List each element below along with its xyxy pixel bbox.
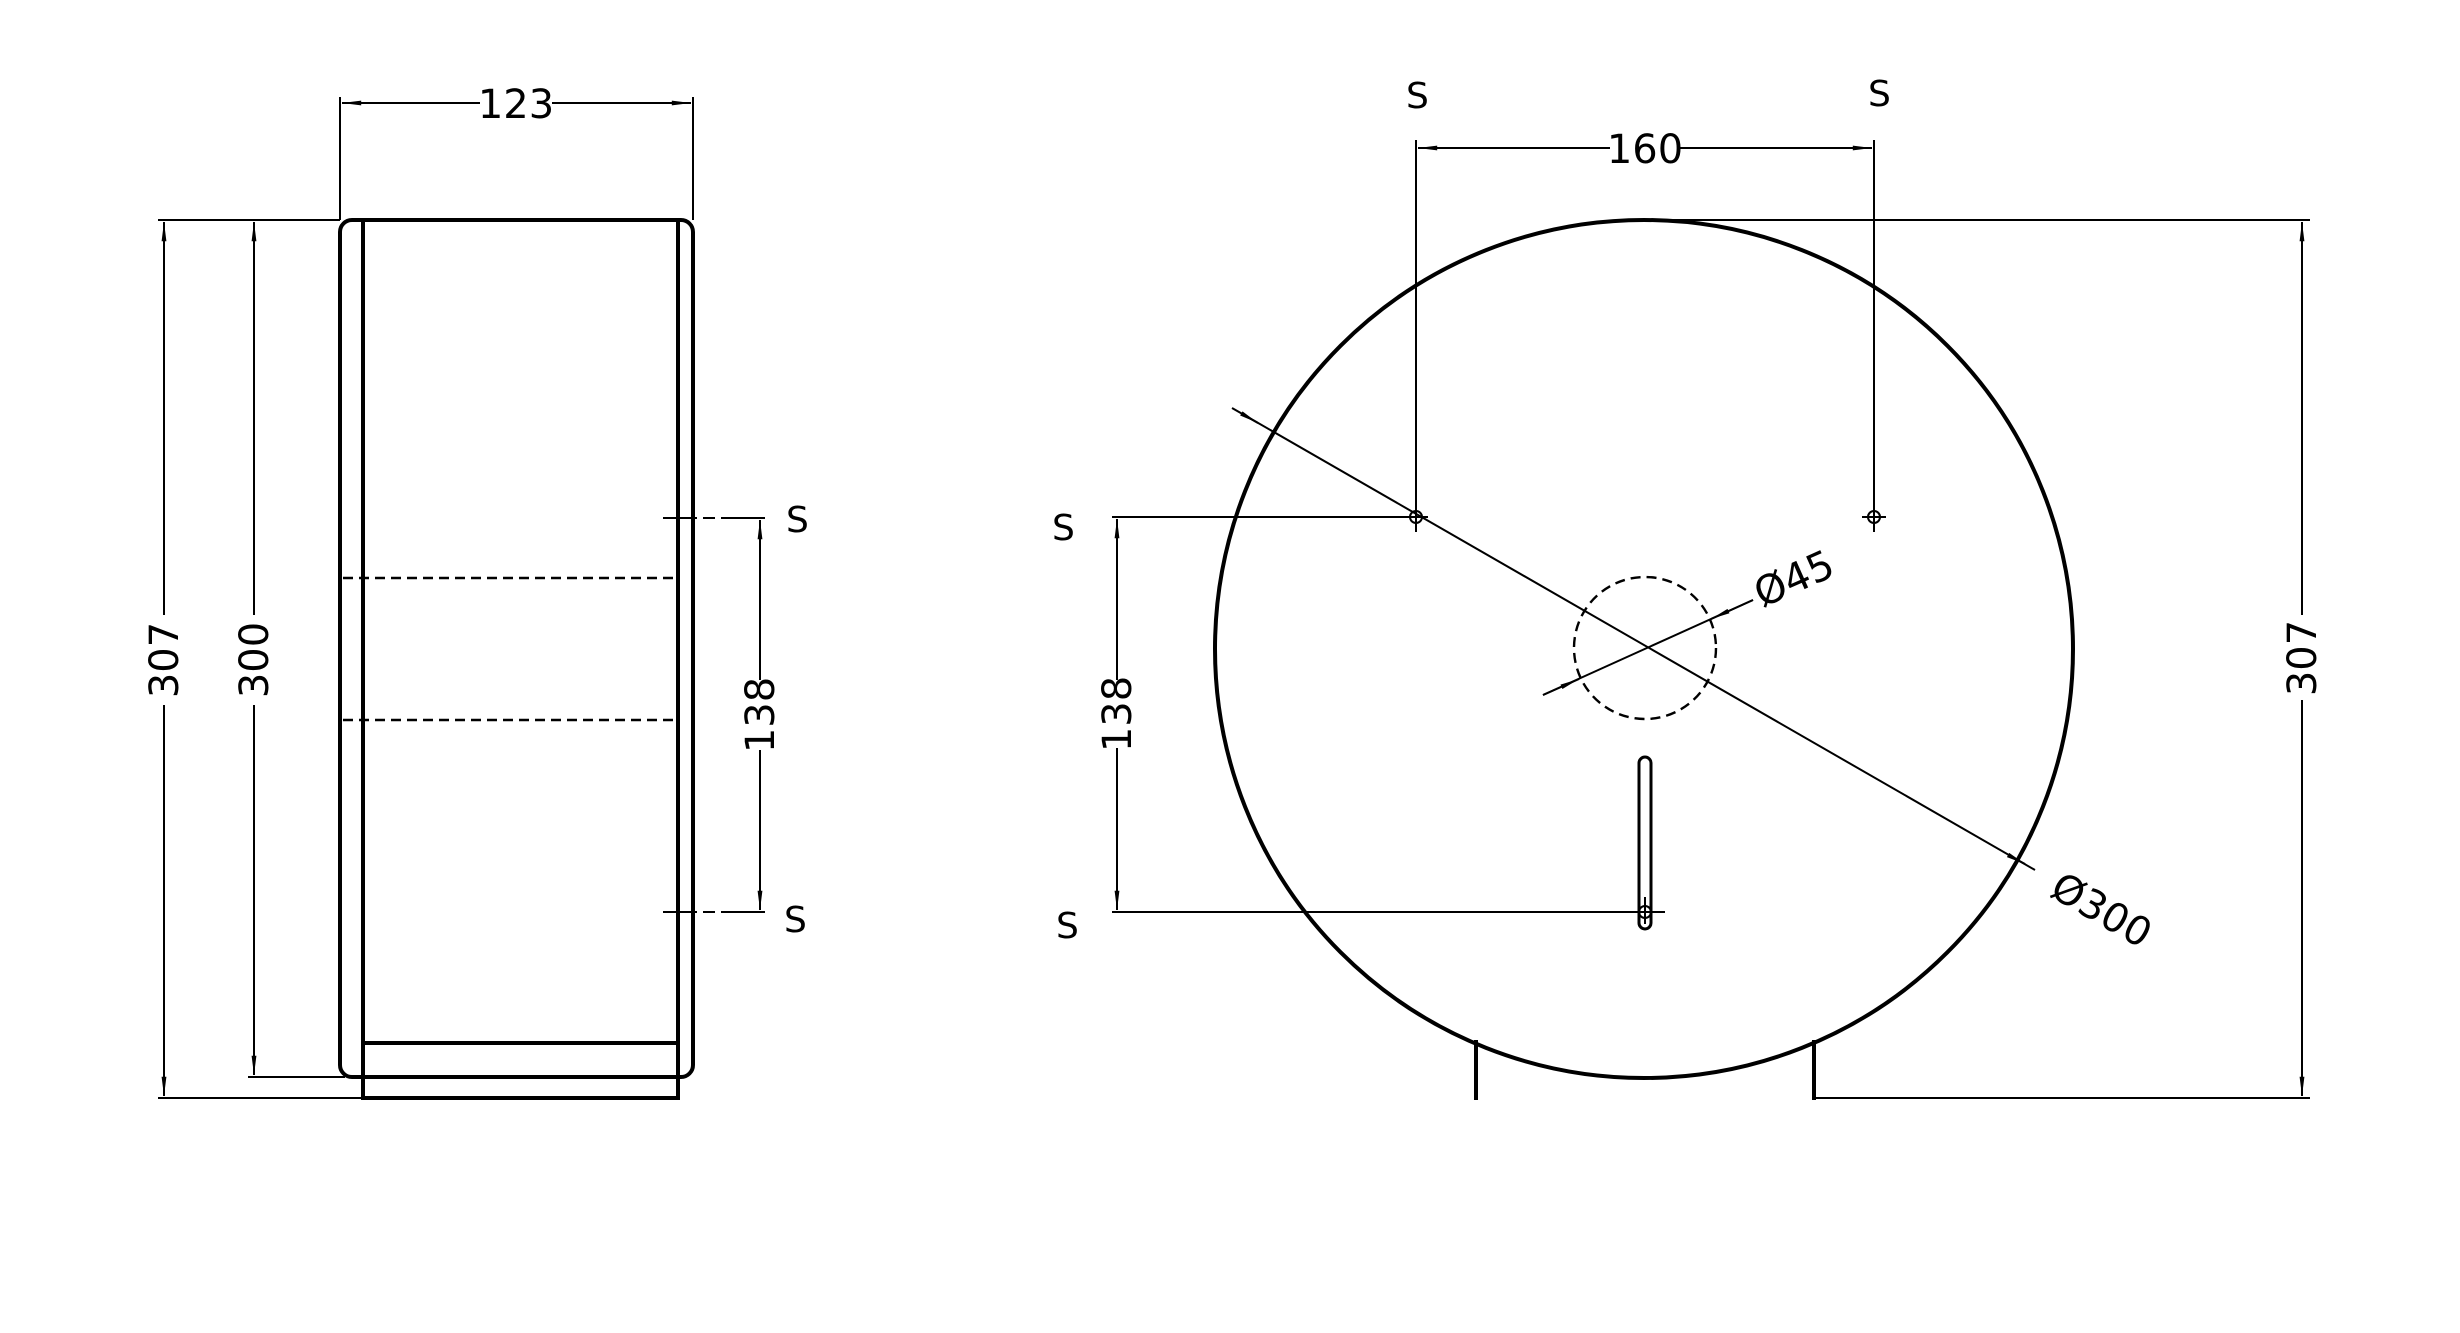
dim-front-fixing-horizontal-label: 160: [1607, 127, 1683, 173]
side-outer-panel: [338, 218, 695, 1079]
dim-front-fixing-vertical: 138 S S: [1052, 508, 1665, 947]
dim-side-overall-height: 307: [142, 219, 363, 1099]
front-fixing-label-left-top: S: [1052, 508, 1075, 549]
side-view: 123 307 300 138 S S: [142, 82, 809, 1100]
dim-front-center-hole-diameter-label: Ø45: [1747, 542, 1841, 618]
dim-side-width-label: 123: [478, 82, 554, 128]
dim-side-body-height: 300: [232, 222, 345, 1078]
dim-side-fixing-spacing-label: 138: [738, 677, 784, 753]
side-fixing-label-top: S: [786, 500, 809, 541]
front-fixing-label-top-right: S: [1868, 74, 1891, 115]
front-fixing-label-top-left: S: [1406, 76, 1429, 117]
dim-front-fixing-vertical-label: 138: [1095, 676, 1141, 752]
dim-side-width: 123: [339, 82, 694, 220]
dim-side-overall-height-label: 307: [142, 622, 188, 698]
dim-side-body-height-label: 300: [232, 622, 278, 698]
dim-side-fixing-spacing: 138 S S: [663, 500, 809, 941]
dim-front-overall-height-label: 307: [2280, 620, 2326, 696]
front-center-hole-hidden: [1572, 575, 1718, 721]
front-dispensing-slot: [1637, 755, 1653, 931]
front-fixing-label-left-bottom: S: [1056, 906, 1079, 947]
side-fixing-label-bottom: S: [784, 900, 807, 941]
dim-front-fixing-horizontal: 160 S S: [1406, 74, 1891, 510]
dim-front-overall-height: 307: [1644, 219, 2326, 1099]
dim-front-outer-diameter: Ø300: [1231, 407, 2159, 958]
front-view: 160 S S 138 S S 307 Ø300: [1052, 74, 2326, 1100]
fixing-hole-bottom: [1633, 897, 1660, 924]
side-inner-body: [361, 218, 680, 1100]
dim-front-outer-diameter-label: Ø300: [2043, 864, 2159, 958]
